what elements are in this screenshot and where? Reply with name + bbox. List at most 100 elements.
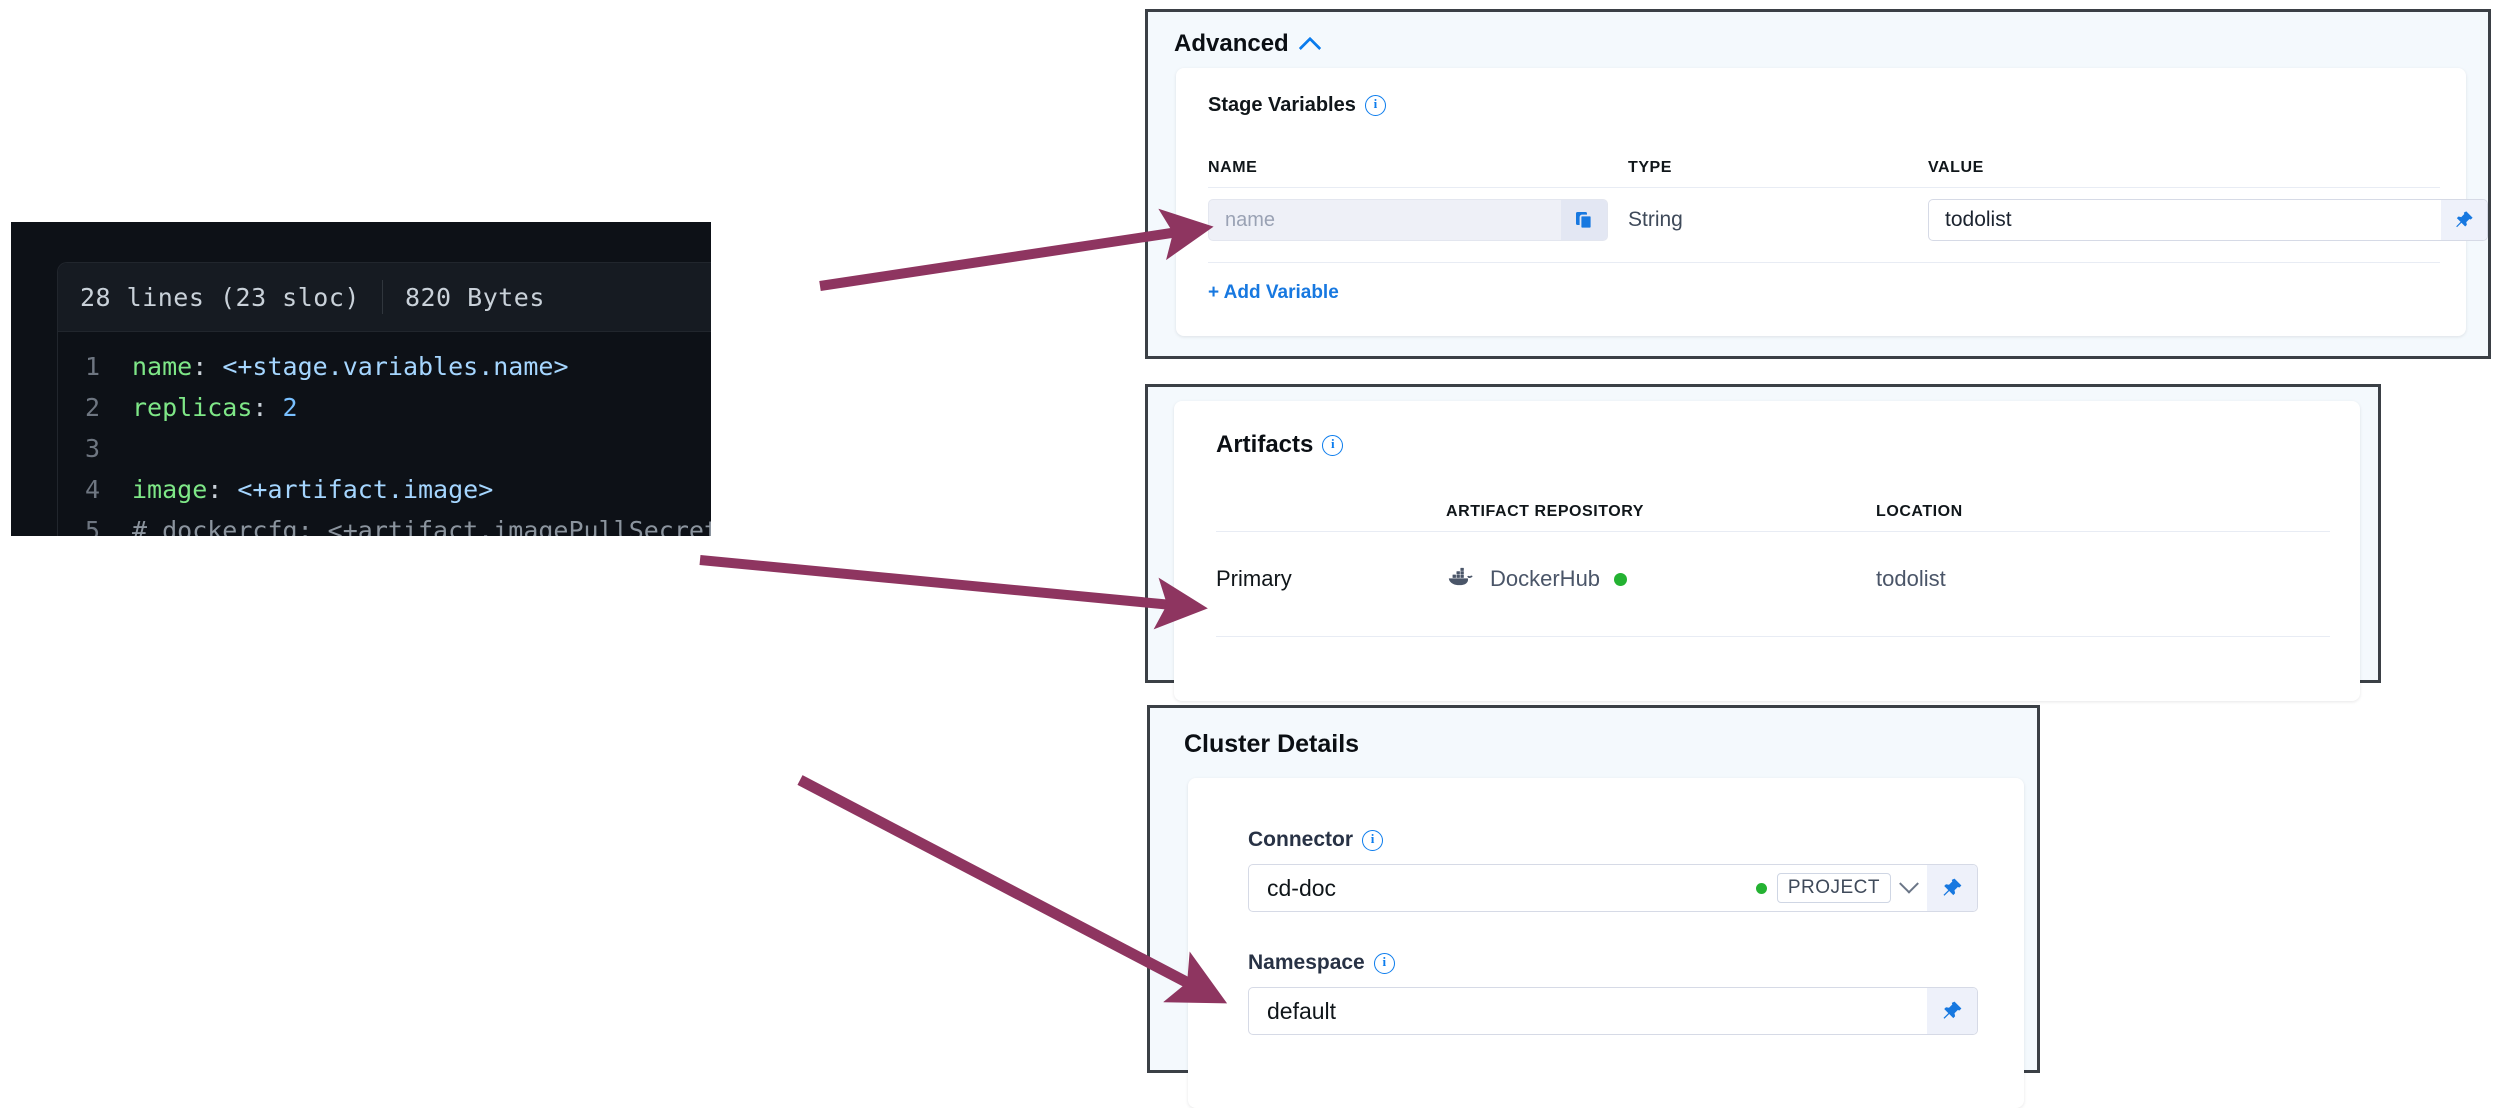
code-token: replicas <box>132 393 253 422</box>
code-line-text <box>132 428 711 469</box>
code-token: : <box>252 393 283 422</box>
code-line: 3 <box>58 428 711 469</box>
code-viewer: 28 lines (23 sloc) 820 Bytes 1 name: <+st… <box>11 222 711 536</box>
artifact-primary-row: Primary <box>1216 566 1446 592</box>
artifacts-header: Artifacts i <box>1216 431 1344 459</box>
table-divider <box>1208 187 2440 188</box>
stage-variable-name-input[interactable]: name <box>1208 199 1608 241</box>
code-line: 4 image: <+artifact.image> <box>58 469 711 510</box>
stage-variable-value-text: todolist <box>1945 208 2012 231</box>
code-line-number: 4 <box>84 475 100 504</box>
column-header-repository: ARTIFACT REPOSITORY <box>1446 503 1645 520</box>
artifact-location: todolist <box>1876 566 1946 591</box>
artifacts-title: Artifacts <box>1216 431 1314 458</box>
code-line-text: # dockercfg: <+artifact.imagePullSecret> <box>132 510 711 536</box>
cluster-details-card: Connector i cd-doc PROJECT <box>1188 778 2024 1108</box>
stage-variable-value-input[interactable]: todolist <box>1928 199 2488 241</box>
advanced-header[interactable]: Advanced <box>1174 30 1321 58</box>
pin-icon[interactable] <box>1927 988 1977 1034</box>
code-line-text: name: <+stage.variables.name> <box>132 346 711 387</box>
table-header-row: ARTIFACT REPOSITORY LOCATION <box>1216 487 2330 521</box>
namespace-value: default <box>1267 997 1337 1024</box>
table-row: Primary <box>1216 532 2330 626</box>
connector-label: Connector <box>1248 828 1353 851</box>
column-header-type: TYPE <box>1628 159 1672 176</box>
copy-icon[interactable] <box>1561 200 1607 240</box>
cluster-details-title: Cluster Details <box>1184 730 1360 758</box>
connector-field: Connector i cd-doc PROJECT <box>1248 828 1978 912</box>
cluster-namespace-input[interactable]: default <box>1248 987 1978 1035</box>
stage-variable-type: String <box>1628 208 1683 231</box>
code-token: name <box>132 352 193 381</box>
stage-variables-header: Stage Variables i <box>1208 94 1386 117</box>
table-divider <box>1216 531 2330 532</box>
connector-input[interactable]: cd-doc PROJECT <box>1248 864 1978 912</box>
namespace-label: Namespace <box>1248 951 1365 974</box>
info-icon[interactable]: i <box>1322 434 1344 456</box>
connector-value: cd-doc <box>1267 874 1337 901</box>
code-line-number: 3 <box>84 434 100 463</box>
pin-icon[interactable] <box>2441 200 2487 240</box>
pin-icon[interactable] <box>1927 865 1977 911</box>
pencil-icon[interactable] <box>2488 199 2501 241</box>
stage-variable-name-placeholder: name <box>1225 208 1276 231</box>
arrow-to-stage-variable-name <box>819 208 1214 291</box>
stage-variables-label: Stage Variables <box>1208 94 1356 116</box>
code-viewer-header: 28 lines (23 sloc) 820 Bytes <box>58 263 711 332</box>
arrow-to-namespace-field <box>797 775 1228 1004</box>
status-dot-icon <box>1614 572 1628 586</box>
artifact-location-cell: todolist <box>1876 566 2330 592</box>
code-line-count: 28 lines (23 sloc) <box>80 282 360 312</box>
code-header-divider <box>381 280 383 314</box>
status-dot-icon <box>1755 882 1767 894</box>
info-icon[interactable]: i <box>1373 952 1395 974</box>
stage-variables-card: Stage Variables i NAME TYPE VALUE name <box>1176 68 2488 336</box>
artifacts-card: Artifacts i ARTIFACT REPOSITORY LOCATION… <box>1174 401 2360 701</box>
table-divider-bottom <box>1216 636 2330 637</box>
info-icon[interactable]: i <box>1364 95 1386 116</box>
artifacts-panel: Artifacts i ARTIFACT REPOSITORY LOCATION… <box>1145 384 2381 701</box>
code-line-text: replicas: 2 <box>132 387 711 428</box>
info-icon[interactable]: i <box>1362 829 1383 851</box>
advanced-panel: Advanced Stage Variables i NAME TYPE VAL… <box>1145 9 2491 359</box>
artifact-repository-name: DockerHub <box>1490 566 1601 591</box>
code-line: 5# dockercfg: <+artifact.imagePullSecret… <box>58 510 711 536</box>
code-line-number: 1 <box>84 352 100 381</box>
code-line-number: 2 <box>84 393 100 422</box>
code-token: 2 <box>282 393 298 422</box>
column-header-name: NAME <box>1208 159 1258 176</box>
namespace-label-row: Namespace i <box>1248 951 1978 975</box>
code-token: <+artifact.image> <box>237 475 494 504</box>
chevron-down-icon[interactable] <box>1891 881 1927 895</box>
docker-whale-icon <box>1446 565 1476 594</box>
add-variable-button[interactable]: + Add Variable <box>1208 282 1339 303</box>
arrow-to-artifact-primary <box>699 555 1208 630</box>
code-token: image <box>132 475 208 504</box>
table-divider-bottom <box>1208 262 2440 263</box>
artifact-kind: Primary <box>1216 566 1292 591</box>
code-token: : <box>207 475 238 504</box>
chevron-up-icon[interactable] <box>1301 34 1321 54</box>
table-header-row: NAME TYPE VALUE <box>1208 143 2440 177</box>
stage-variable-name-cell: name <box>1208 199 1628 241</box>
stage-variables-table: NAME TYPE VALUE name <box>1208 143 2488 263</box>
stage-variable-type-cell: String <box>1628 208 1928 232</box>
artifact-repository-cell[interactable]: DockerHub <box>1446 565 1876 594</box>
code-file-size: 820 Bytes <box>404 282 545 312</box>
code-token: : <box>192 352 223 381</box>
column-header-location: LOCATION <box>1876 503 1963 520</box>
stage-variable-value-cell: todolist <box>1928 199 2501 241</box>
code-token: <+stage.variables.name> <box>222 352 569 381</box>
code-token: # dockercfg: <+artifact.imagePullSecret> <box>132 516 711 536</box>
table-row: name String <box>1208 188 2488 252</box>
code-line: 1 name: <+stage.variables.name> <box>58 346 711 387</box>
screenshot-stage: 28 lines (23 sloc) 820 Bytes 1 name: <+st… <box>0 0 2501 1084</box>
namespace-field: Namespace i default <box>1248 951 1978 1035</box>
code-line-text: image: <+artifact.image> <box>132 469 711 510</box>
advanced-title: Advanced <box>1174 30 1289 57</box>
cluster-details-panel: Cluster Details Connector i cd-doc PROJE… <box>1147 705 2040 1108</box>
code-viewer-inner: 28 lines (23 sloc) 820 Bytes 1 name: <+st… <box>57 262 711 536</box>
connector-scope-tag: PROJECT <box>1776 873 1891 903</box>
